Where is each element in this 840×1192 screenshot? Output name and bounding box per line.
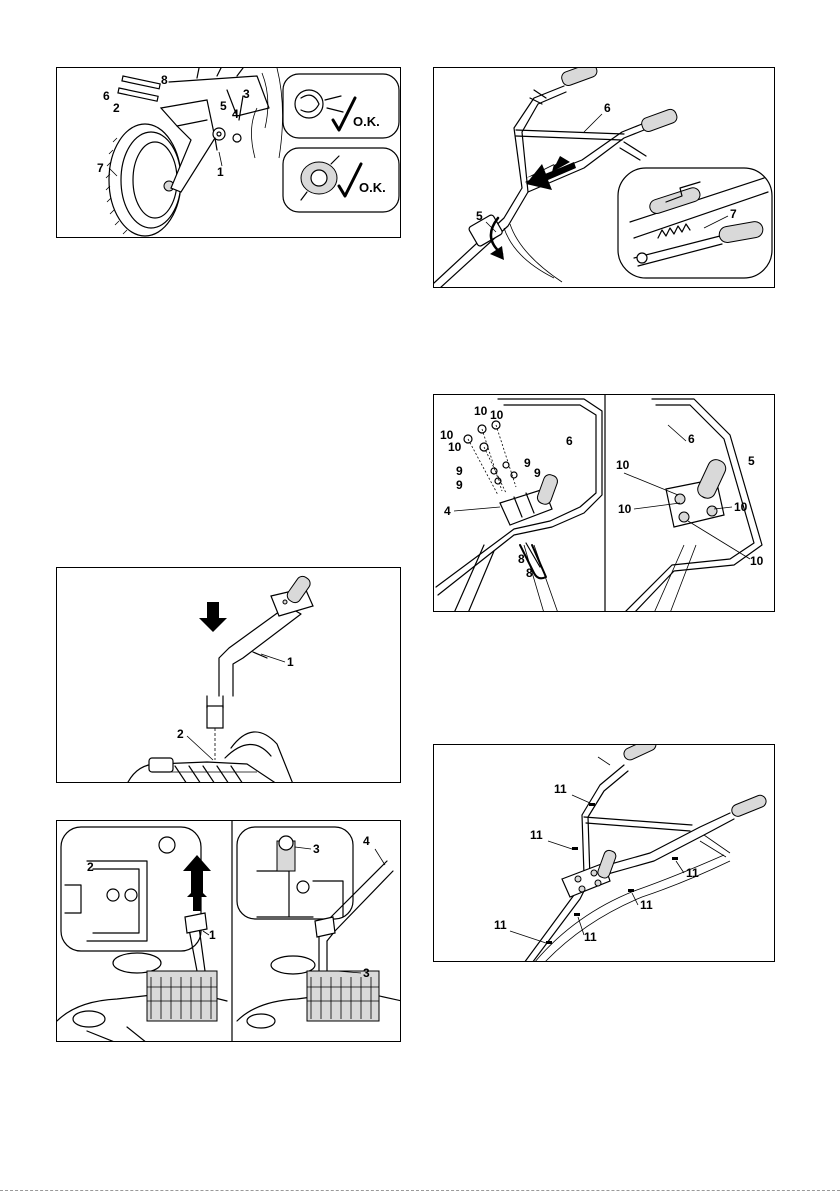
callout-6: 6 <box>604 101 611 115</box>
callout-2: 2 <box>177 727 184 741</box>
callout-3-top: 3 <box>313 842 320 856</box>
figure-handle-cable-ties: 11 11 11 11 11 11 <box>433 744 775 962</box>
callout-1: 1 <box>217 165 224 179</box>
figure-handle-bracket: 10 10 10 10 6 9 9 9 9 4 8 8 6 5 10 10 10… <box>433 394 775 612</box>
callout-6: 6 <box>103 89 110 103</box>
callout-9b: 9 <box>456 464 463 478</box>
callout-9c: 9 <box>534 466 541 480</box>
callout-4: 4 <box>232 107 239 121</box>
callout-2: 2 <box>87 860 94 874</box>
figure-handle-lever: 6 5 7 <box>433 67 775 288</box>
callout-7: 7 <box>730 207 737 221</box>
callout-6-left: 6 <box>566 434 573 448</box>
callout-11c: 11 <box>686 866 699 880</box>
callout-9a: 9 <box>524 456 531 470</box>
callout-5: 5 <box>748 454 755 468</box>
callout-11a: 11 <box>554 782 567 796</box>
callout-11b: 11 <box>530 828 543 842</box>
page-bottom-rule <box>0 1190 840 1191</box>
callout-4: 4 <box>444 504 451 518</box>
callout-11e: 11 <box>584 930 597 944</box>
figure-handle-lift: 2 1 3 4 3 <box>56 820 401 1042</box>
front-wheel-illustration: 8 6 2 5 3 4 1 7 O.K. O.K. <box>57 68 401 238</box>
callout-5: 5 <box>476 209 483 223</box>
callout-9d: 9 <box>456 478 463 492</box>
callout-8a: 8 <box>518 552 525 566</box>
callout-10d: 10 <box>448 440 462 454</box>
callout-8b: 8 <box>526 566 533 580</box>
handle-lever-illustration: 6 5 7 <box>434 68 775 288</box>
callout-3-bottom: 3 <box>363 966 370 980</box>
callout-1: 1 <box>287 655 294 669</box>
callout-11f: 11 <box>494 918 507 932</box>
ok-label-top: O.K. <box>353 114 380 129</box>
callout-6-right: 6 <box>688 432 695 446</box>
handle-bracket-illustration: 10 10 10 10 6 9 9 9 9 4 8 8 6 5 10 10 10… <box>434 395 775 612</box>
ok-label-bottom: O.K. <box>359 180 386 195</box>
callout-10e: 10 <box>616 458 630 472</box>
callout-1-left: 1 <box>209 928 216 942</box>
figure-front-wheel: 8 6 2 5 3 4 1 7 O.K. O.K. <box>56 67 401 238</box>
callout-5: 5 <box>220 99 227 113</box>
callout-4: 4 <box>363 834 370 848</box>
callout-7: 7 <box>97 161 104 175</box>
callout-10g: 10 <box>734 500 748 514</box>
callout-8: 8 <box>161 73 168 87</box>
callout-10f: 10 <box>618 502 632 516</box>
handle-cable-ties-illustration: 11 11 11 11 11 11 <box>434 745 775 962</box>
callout-3: 3 <box>243 87 250 101</box>
callout-10h: 10 <box>750 554 764 568</box>
callout-11d: 11 <box>640 898 653 912</box>
handle-lift-illustration: 2 1 3 4 3 <box>57 821 401 1042</box>
callout-10b: 10 <box>490 408 504 422</box>
handle-insertion-illustration: 1 2 <box>57 568 401 783</box>
figure-handle-insertion: 1 2 <box>56 567 401 783</box>
callout-2: 2 <box>113 101 120 115</box>
callout-10a: 10 <box>474 404 488 418</box>
